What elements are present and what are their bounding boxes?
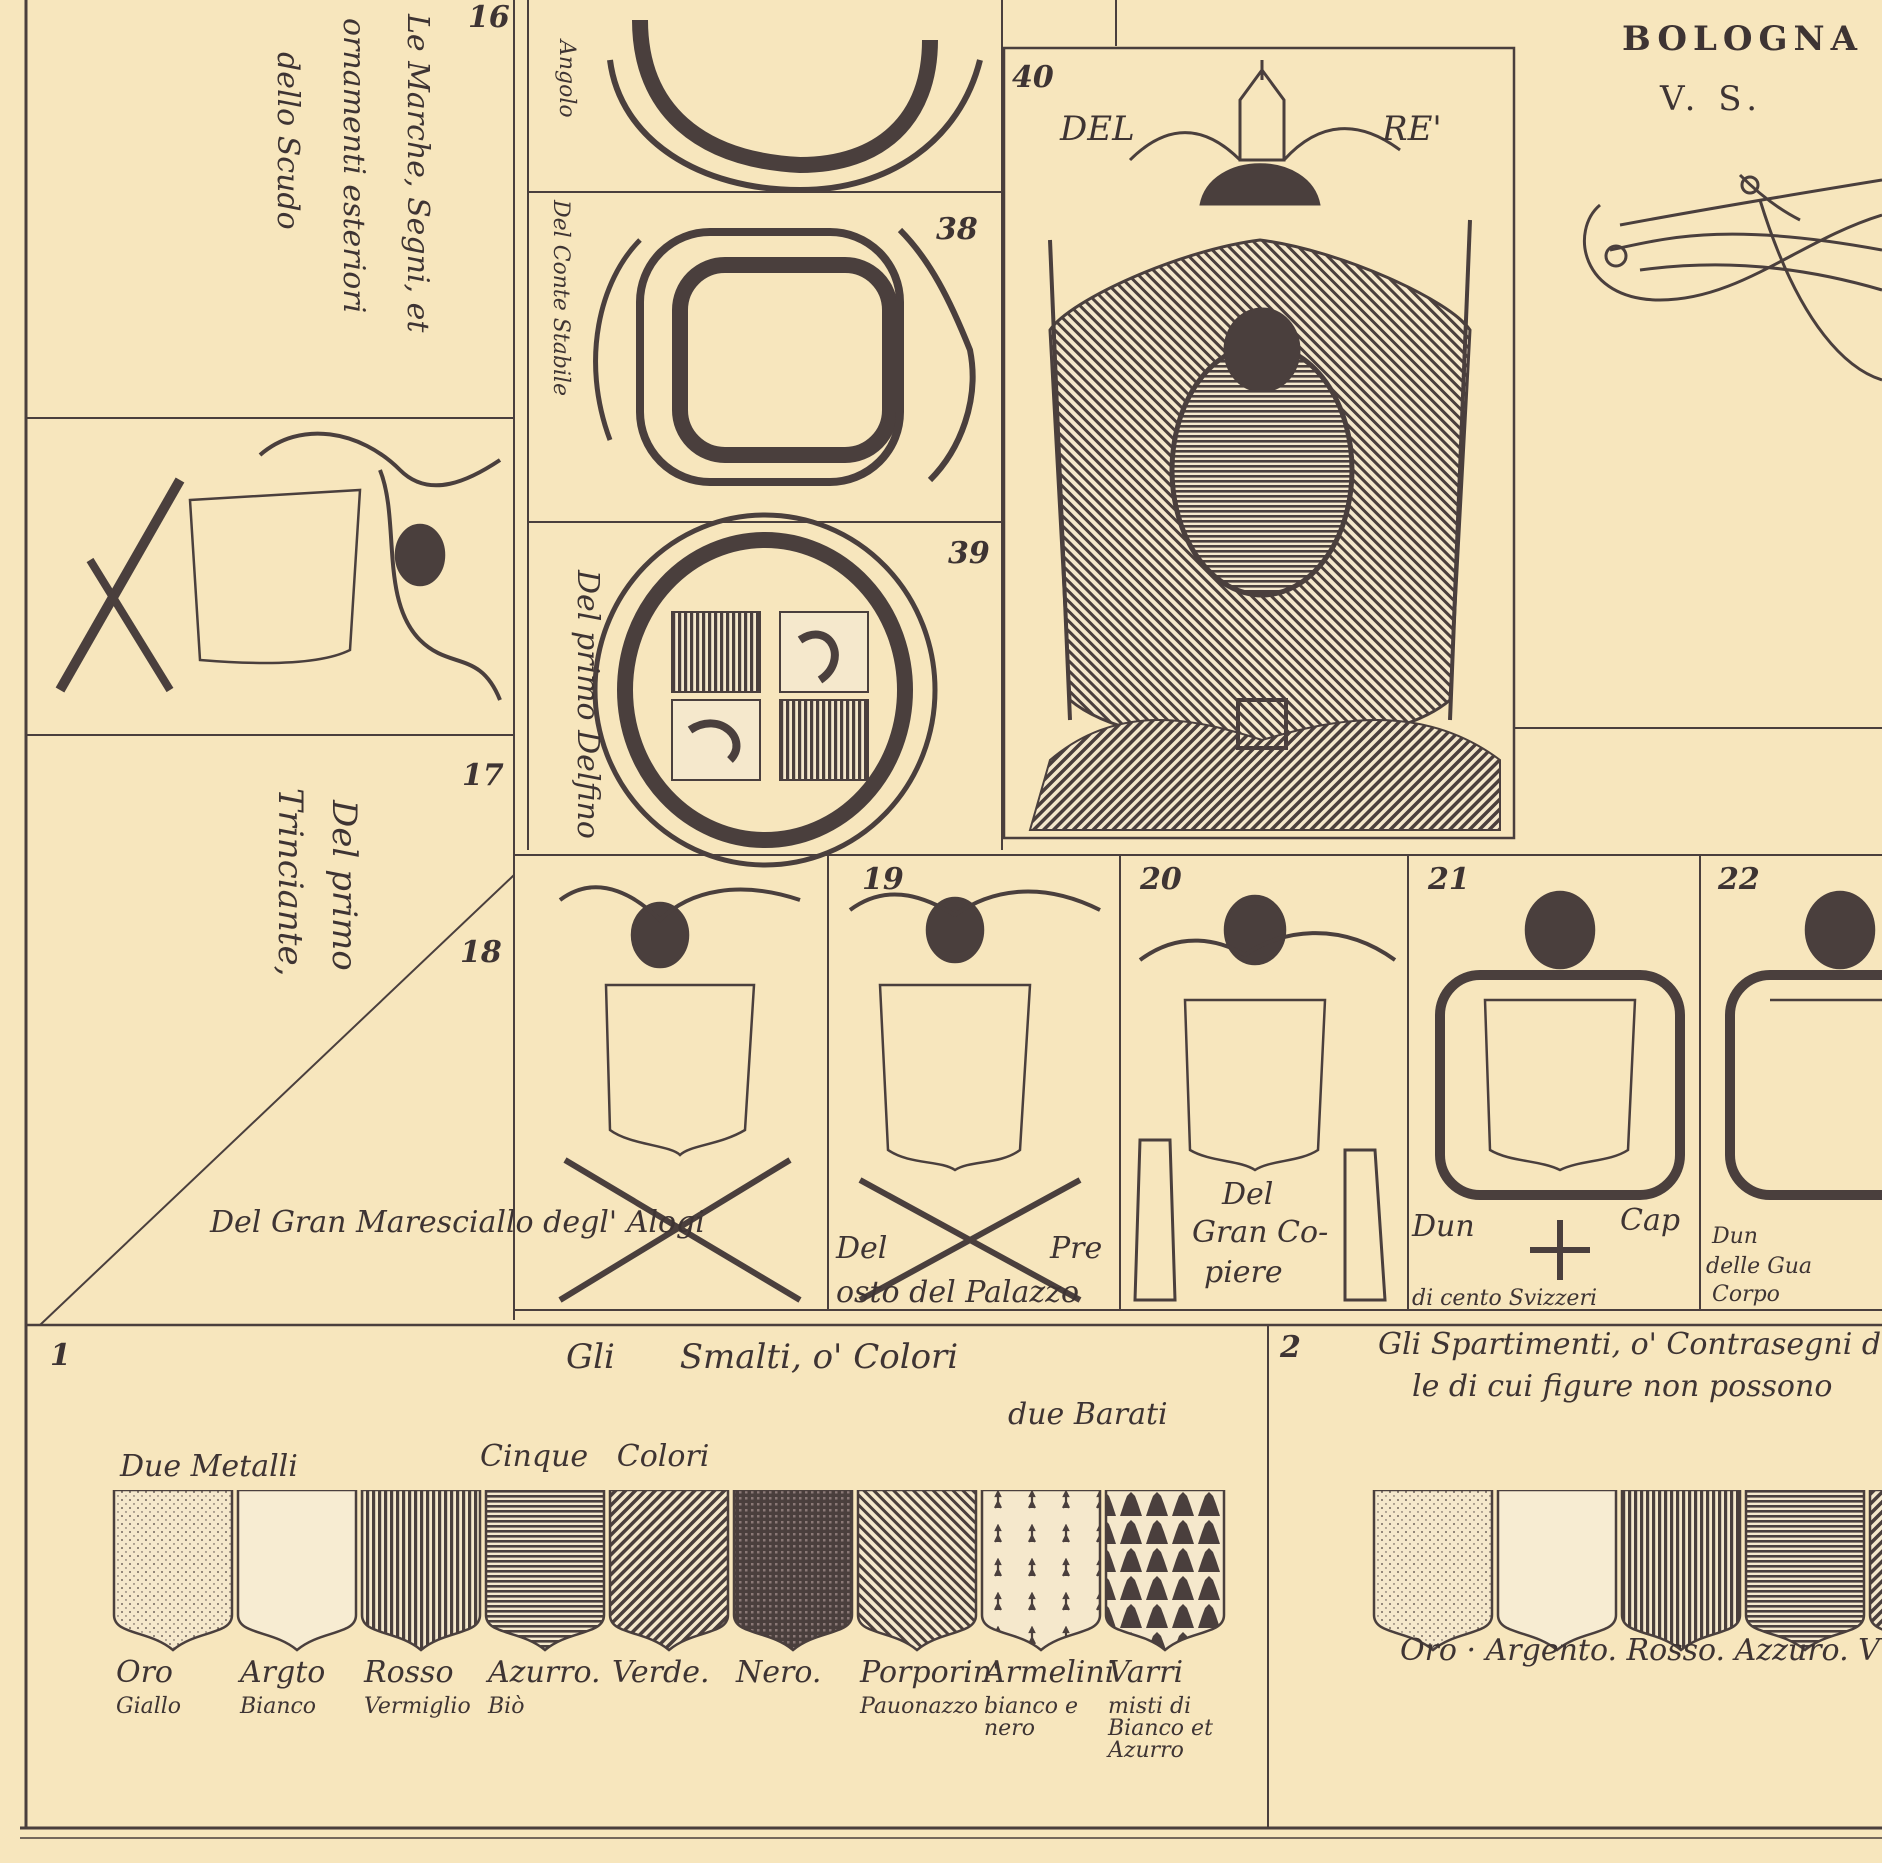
shield-38 [593, 227, 976, 486]
number-40: 40 [1012, 60, 1054, 95]
guardie-line-2: delle Gua [1706, 1254, 1813, 1279]
number-21: 21 [1428, 862, 1470, 897]
smalti-title: Gli Smalti, o' Colori [566, 1337, 959, 1377]
spartimenti-swatch-azzurro [1744, 1490, 1866, 1652]
maresciallo-label: Del Gran Maresciallo degl' Alogi [210, 1205, 705, 1240]
spartimenti-swatch-rosso [1620, 1490, 1742, 1652]
marks-text-line-3: dello Scudo [270, 52, 305, 230]
spartimenti-swatch-verde [1868, 1490, 1882, 1631]
prevosto-top-label: Del [836, 1231, 888, 1266]
smalti-label-rosso: Rosso [364, 1655, 454, 1690]
primo-trinciante-line-2: Trinciante, [270, 788, 310, 977]
conte-stabile-label: Del Conte Stabile [548, 200, 573, 396]
smalti-swatch-row [112, 1490, 1226, 1652]
number-20: 20 [1140, 862, 1182, 897]
number-38: 38 [936, 212, 978, 247]
copiere-line-2: Gran Co- [1192, 1215, 1329, 1250]
guardie-line-3: Corpo [1712, 1282, 1780, 1307]
smalti-swatch-azzurro [484, 1490, 606, 1652]
flourish-decoration [1583, 173, 1882, 382]
svizzeri-left-label: Dun [1412, 1209, 1475, 1244]
smalti-swatch-argento-base [238, 1490, 356, 1650]
smalti-swatch-armelini [980, 1490, 1102, 1652]
metalli-header: Due Metalli [120, 1449, 298, 1484]
smalti-swatch-porporino [856, 1490, 978, 1652]
smalti-sublabel-varri: misti di Bianco et Azurro [1108, 1694, 1213, 1763]
spartimenti-labels: Oro · Argento. Rosso. Azzuro. V [1400, 1633, 1880, 1668]
number-22: 22 [1718, 862, 1760, 897]
smalti-label-armelini: Armelini [984, 1655, 1115, 1690]
spartimenti-title-line-2: le di cui figure non possono [1412, 1369, 1833, 1404]
top-angolo-label: Angolo [554, 40, 579, 118]
primo-trinciante-line-1: Del primo [324, 800, 364, 971]
barati-header: due Barati [1008, 1397, 1168, 1432]
prevosto-right-label: Pre [1050, 1231, 1103, 1266]
smalti-label-azzurro: Azurro. [488, 1655, 601, 1690]
marks-text-line-1: Le Marche, Segni, et [400, 14, 435, 333]
top-right-subtitle: V. S. [1660, 79, 1764, 119]
smalti-swatch-nero [732, 1490, 854, 1652]
number-1: 1 [50, 1338, 71, 1373]
number-17: 17 [462, 758, 504, 793]
shield-top-partial [607, 19, 983, 194]
smalti-swatch-rosso [360, 1490, 482, 1652]
shields-row [558, 885, 1882, 1303]
shield-16 [55, 431, 502, 701]
delfino-label: Del primo Delfino [570, 570, 605, 839]
number-18: 18 [460, 935, 502, 970]
number-19: 19 [862, 862, 904, 897]
smalti-sublabel-armelini: bianco e nero [984, 1694, 1078, 1741]
number-2: 2 [1280, 1330, 1301, 1365]
smalti-swatch-verde [608, 1490, 730, 1652]
shield-39 [592, 512, 938, 868]
smalti-label-argento: Argto [240, 1655, 326, 1690]
svizzeri-right-label: Cap [1620, 1203, 1681, 1238]
spartimenti-swatch-argento-base [1498, 1490, 1616, 1650]
prevosto-bottom-label: osto del Palazzo [836, 1275, 1080, 1310]
spartimenti-title-line-1: Gli Spartimenti, o' Contrasegni de [1378, 1327, 1882, 1362]
royal-arms-40 [1028, 60, 1501, 831]
smalti-label-porporino: Porporin' [860, 1655, 1001, 1690]
smalti-sublabel-porporino: Pauonazzo [860, 1694, 979, 1719]
spartimenti-swatch-argento [1496, 1490, 1618, 1652]
spartimenti-swatch-row [1372, 1490, 1882, 1652]
copiere-line-3: piere [1204, 1255, 1283, 1290]
svizzeri-bottom-label: di cento Svizzeri [1412, 1286, 1597, 1311]
number-39: 39 [948, 536, 990, 571]
copiere-line-1: Del [1222, 1177, 1274, 1212]
smalti-sublabel-rosso: Vermiglio [364, 1694, 471, 1719]
marks-text-line-2: ornamenti esteriori [336, 18, 371, 314]
smalti-swatch-argento [236, 1490, 358, 1652]
smalti-label-verde: Verde. [612, 1655, 710, 1690]
number-16: 16 [468, 0, 510, 35]
smalti-label-oro: Oro [116, 1655, 173, 1690]
smalti-swatch-oro [112, 1490, 234, 1652]
spartimenti-swatch-oro [1372, 1490, 1494, 1652]
smalti-swatch-varri [1104, 1490, 1226, 1652]
colori-header: Cinque Colori [480, 1439, 710, 1474]
smalti-sublabel-azzurro: Biò [488, 1694, 525, 1719]
re-label-right: RE' [1382, 109, 1442, 149]
top-right-title: BOLOGNA [1622, 19, 1864, 59]
smalti-sublabel-oro: Giallo [116, 1694, 182, 1719]
smalti-label-nero: Nero. [736, 1655, 822, 1690]
re-label-left: DEL [1060, 109, 1135, 149]
smalti-sublabel-argento: Bianco [240, 1694, 317, 1719]
guardie-line-1: Dun [1712, 1224, 1758, 1249]
smalti-label-varri: Varri [1108, 1655, 1184, 1690]
